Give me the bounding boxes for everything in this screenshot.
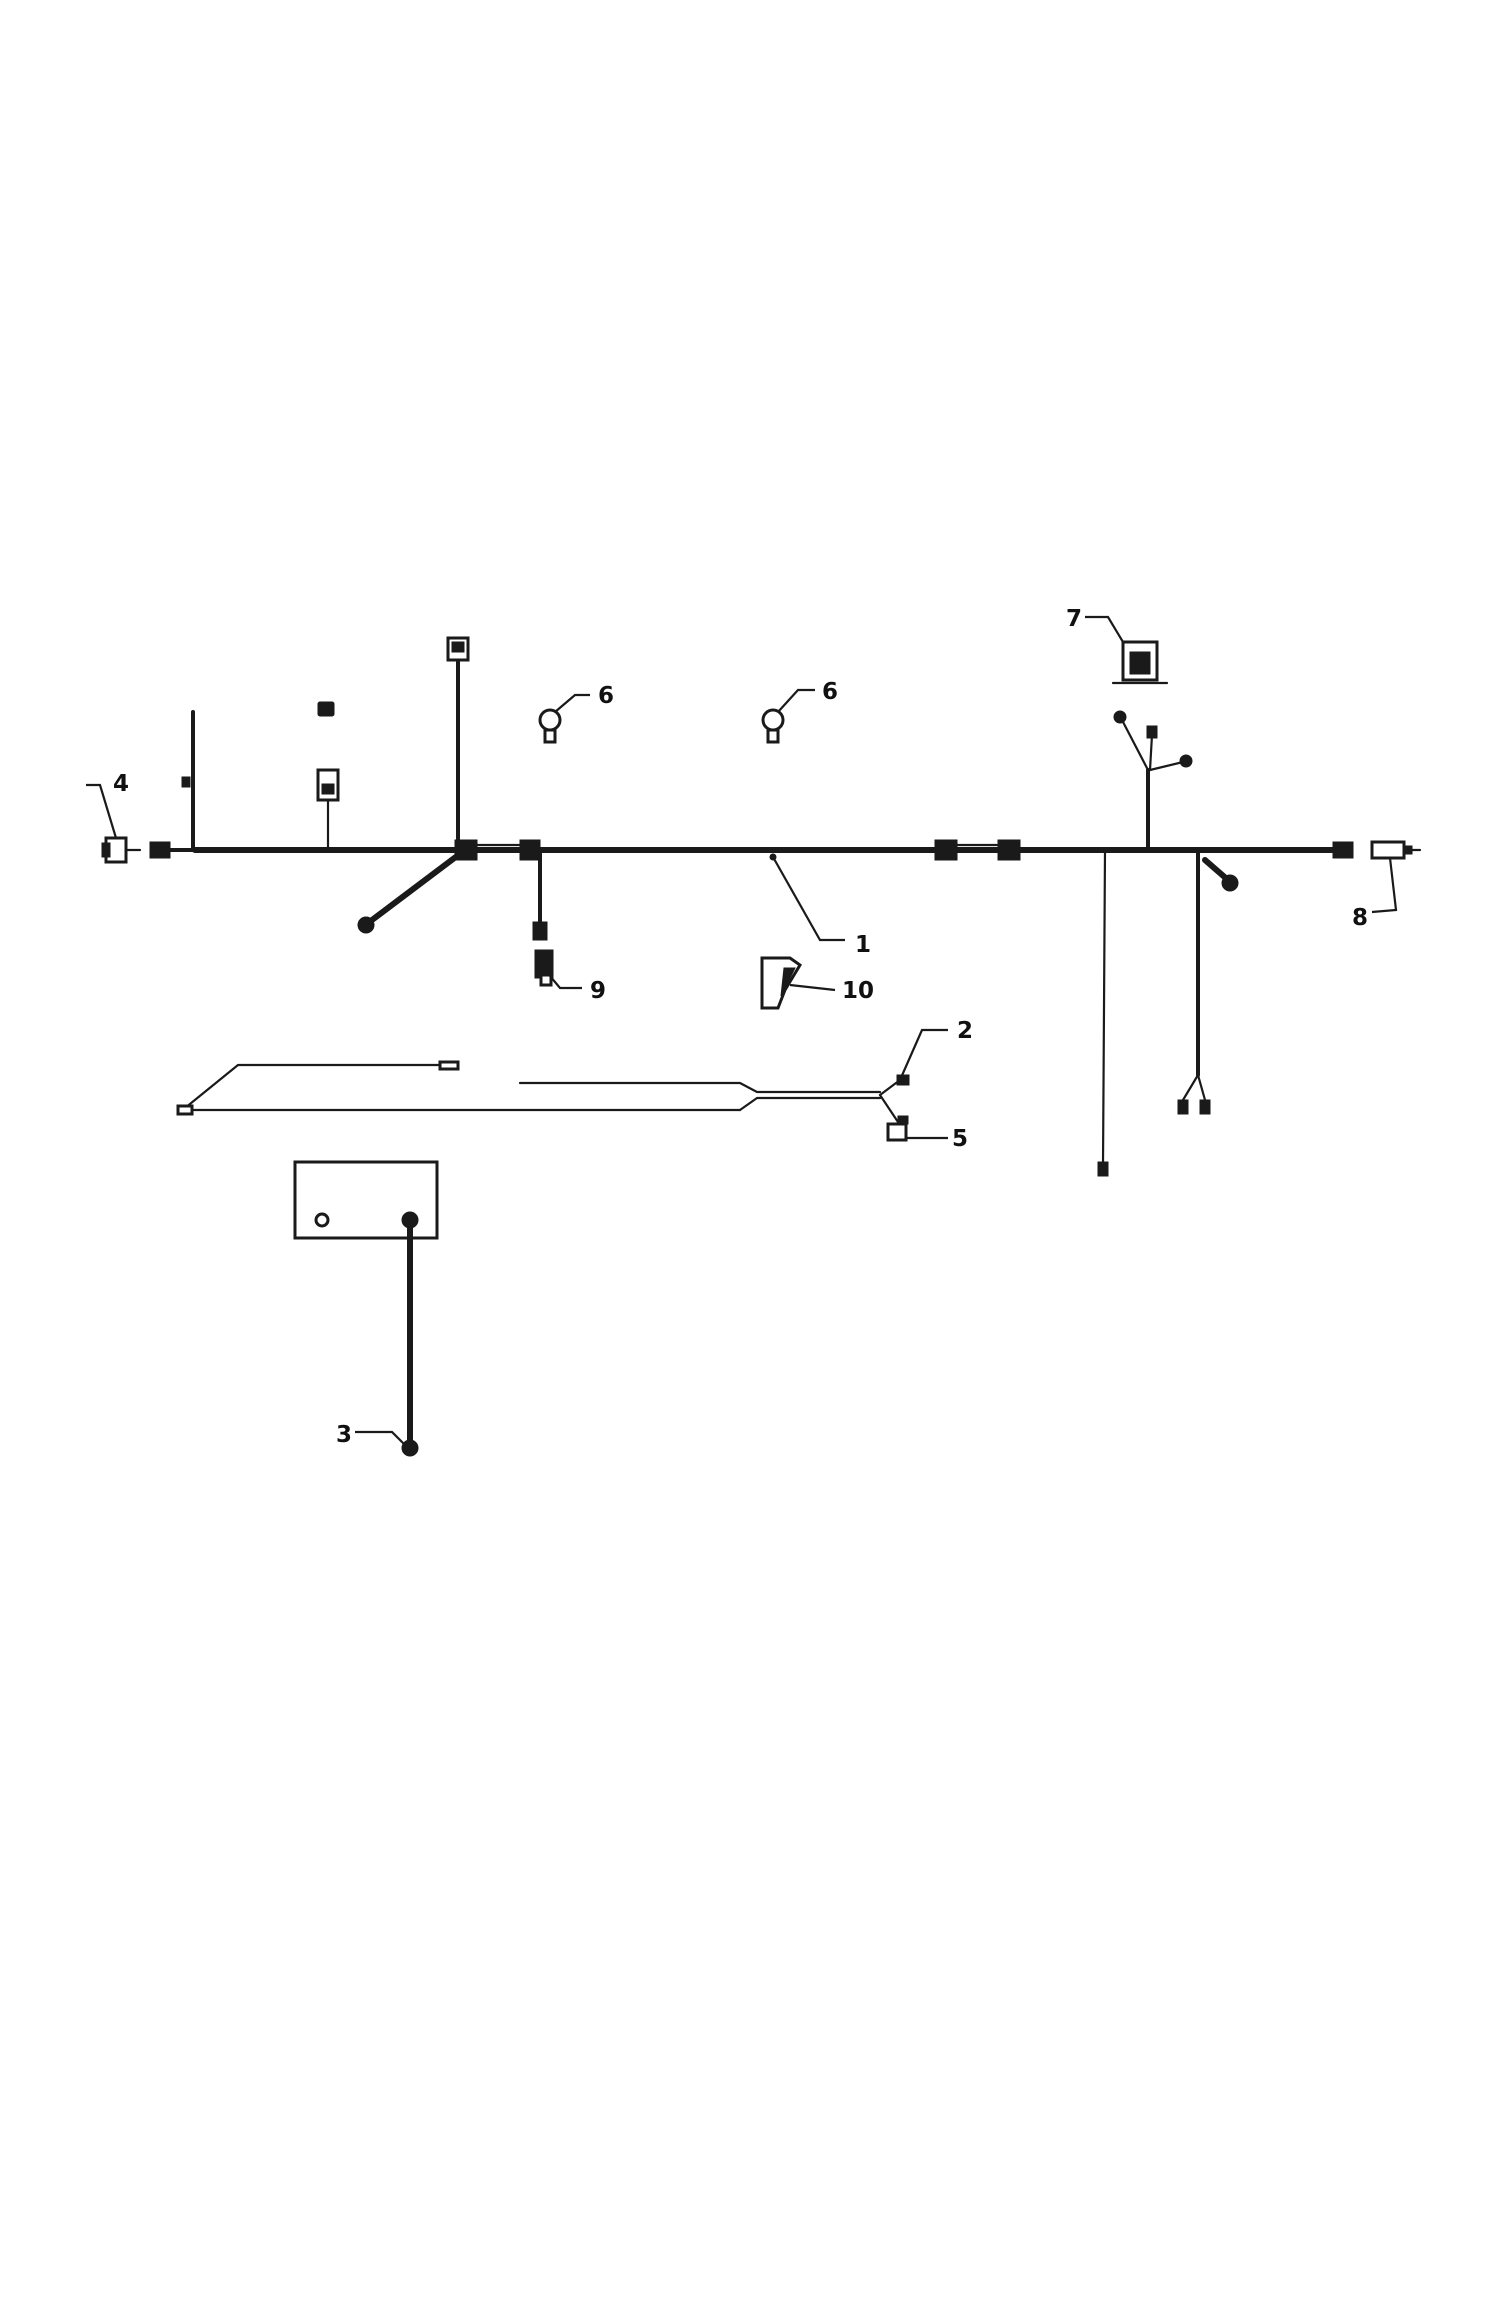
leader-9 bbox=[549, 975, 582, 990]
leader-8 bbox=[1371, 857, 1398, 914]
callout-1: 1 bbox=[855, 932, 871, 958]
leader-3 bbox=[355, 1430, 407, 1447]
callout-8: 8 bbox=[1352, 905, 1368, 931]
right-riser-mid-fork bbox=[1148, 733, 1154, 772]
part-9-cap bbox=[539, 973, 553, 987]
leader-10 bbox=[789, 983, 836, 992]
leader-2 bbox=[898, 1028, 948, 1081]
bulb-left-base bbox=[543, 728, 557, 744]
part-7-module bbox=[1111, 640, 1169, 685]
secondary-harness bbox=[176, 1060, 910, 1142]
part-10-shade bbox=[780, 967, 796, 997]
double-drop-left bbox=[1181, 1073, 1200, 1102]
right-riser-mid-terminal bbox=[1146, 725, 1158, 739]
sec-harness-fork-down bbox=[878, 1093, 900, 1124]
junction-block-1 bbox=[454, 839, 478, 861]
part-10-cover bbox=[760, 956, 803, 1010]
sec-harness-bundle-top bbox=[518, 1081, 882, 1094]
part-6-bulb-right bbox=[761, 708, 785, 744]
part-9-connector bbox=[532, 921, 548, 941]
double-drop-right-terminal bbox=[1199, 1099, 1211, 1115]
leader-6a bbox=[554, 693, 590, 713]
upper-branch-connector-face bbox=[451, 641, 465, 653]
mid-connector-1 bbox=[934, 839, 958, 861]
leader-7 bbox=[1085, 615, 1124, 643]
callout-6b: 6 bbox=[822, 679, 838, 705]
part-7-face bbox=[1129, 651, 1151, 675]
battery-cable bbox=[293, 1160, 439, 1457]
battery-box bbox=[293, 1160, 439, 1240]
part-5-tab bbox=[897, 1115, 909, 1125]
callout-2: 2 bbox=[957, 1018, 973, 1044]
main-harness bbox=[149, 636, 1354, 1177]
long-drop-lead bbox=[1101, 848, 1107, 1167]
right-riser-left-fork bbox=[1120, 718, 1150, 772]
callout-5: 5 bbox=[952, 1126, 968, 1152]
part-8-body bbox=[1370, 840, 1406, 860]
double-drop-left-terminal bbox=[1177, 1099, 1189, 1115]
callout-6a: 6 bbox=[598, 683, 614, 709]
right-riser-left-terminal bbox=[1113, 710, 1127, 724]
callout-10: 10 bbox=[842, 978, 874, 1004]
sec-harness-left-terminal bbox=[176, 1104, 194, 1116]
right-diagonal-terminal bbox=[1221, 874, 1239, 892]
callout-3: 3 bbox=[336, 1422, 352, 1448]
bulb-right-globe bbox=[761, 708, 785, 732]
diagonal-branch-terminal bbox=[357, 916, 375, 934]
leader-1-dot bbox=[769, 853, 777, 861]
right-diagonal-branch bbox=[1202, 857, 1231, 883]
double-drop-right bbox=[1196, 1073, 1207, 1102]
battery-terminal-neg bbox=[314, 1212, 330, 1228]
part-9-switch bbox=[532, 921, 554, 987]
leader-1 bbox=[772, 856, 845, 942]
mid-connector-2 bbox=[997, 839, 1021, 861]
part-4-switch bbox=[101, 836, 142, 864]
part-4-knob bbox=[101, 842, 111, 858]
callout-4: 4 bbox=[113, 771, 129, 797]
sec-harness-bundle-bottom bbox=[738, 1096, 882, 1112]
left-switch-face bbox=[321, 783, 335, 795]
right-riser-right-terminal bbox=[1179, 754, 1193, 768]
bulb-right-base bbox=[766, 728, 780, 744]
left-riser-clip bbox=[181, 776, 191, 788]
part-5-connector bbox=[886, 1122, 908, 1142]
leader-4 bbox=[86, 783, 118, 839]
battery-cable-eyelet bbox=[401, 1439, 419, 1457]
callout-9: 9 bbox=[590, 978, 606, 1004]
long-drop-terminal bbox=[1097, 1161, 1109, 1177]
sec-harness-upper-terminal bbox=[438, 1060, 460, 1071]
callouts: 1 2 3 4 5 6 6 7 8 9 10 bbox=[86, 606, 1398, 1448]
loose-clip bbox=[317, 701, 335, 717]
sec-harness-upper bbox=[183, 1063, 442, 1110]
bulb-left-globe bbox=[538, 708, 562, 732]
leader-6b bbox=[777, 688, 815, 713]
left-end-connector bbox=[149, 841, 171, 859]
part-8-tip bbox=[1403, 845, 1413, 855]
part-2-terminal bbox=[896, 1074, 910, 1086]
right-riser-right-fork bbox=[1148, 760, 1185, 772]
junction-block-2 bbox=[519, 839, 541, 861]
part-8-plug bbox=[1370, 840, 1422, 860]
callout-7: 7 bbox=[1066, 606, 1082, 632]
diagonal-branch bbox=[369, 847, 468, 923]
part-10-outline bbox=[760, 956, 803, 1010]
right-end-connector bbox=[1332, 841, 1354, 859]
part-6-bulb-left bbox=[538, 708, 562, 744]
